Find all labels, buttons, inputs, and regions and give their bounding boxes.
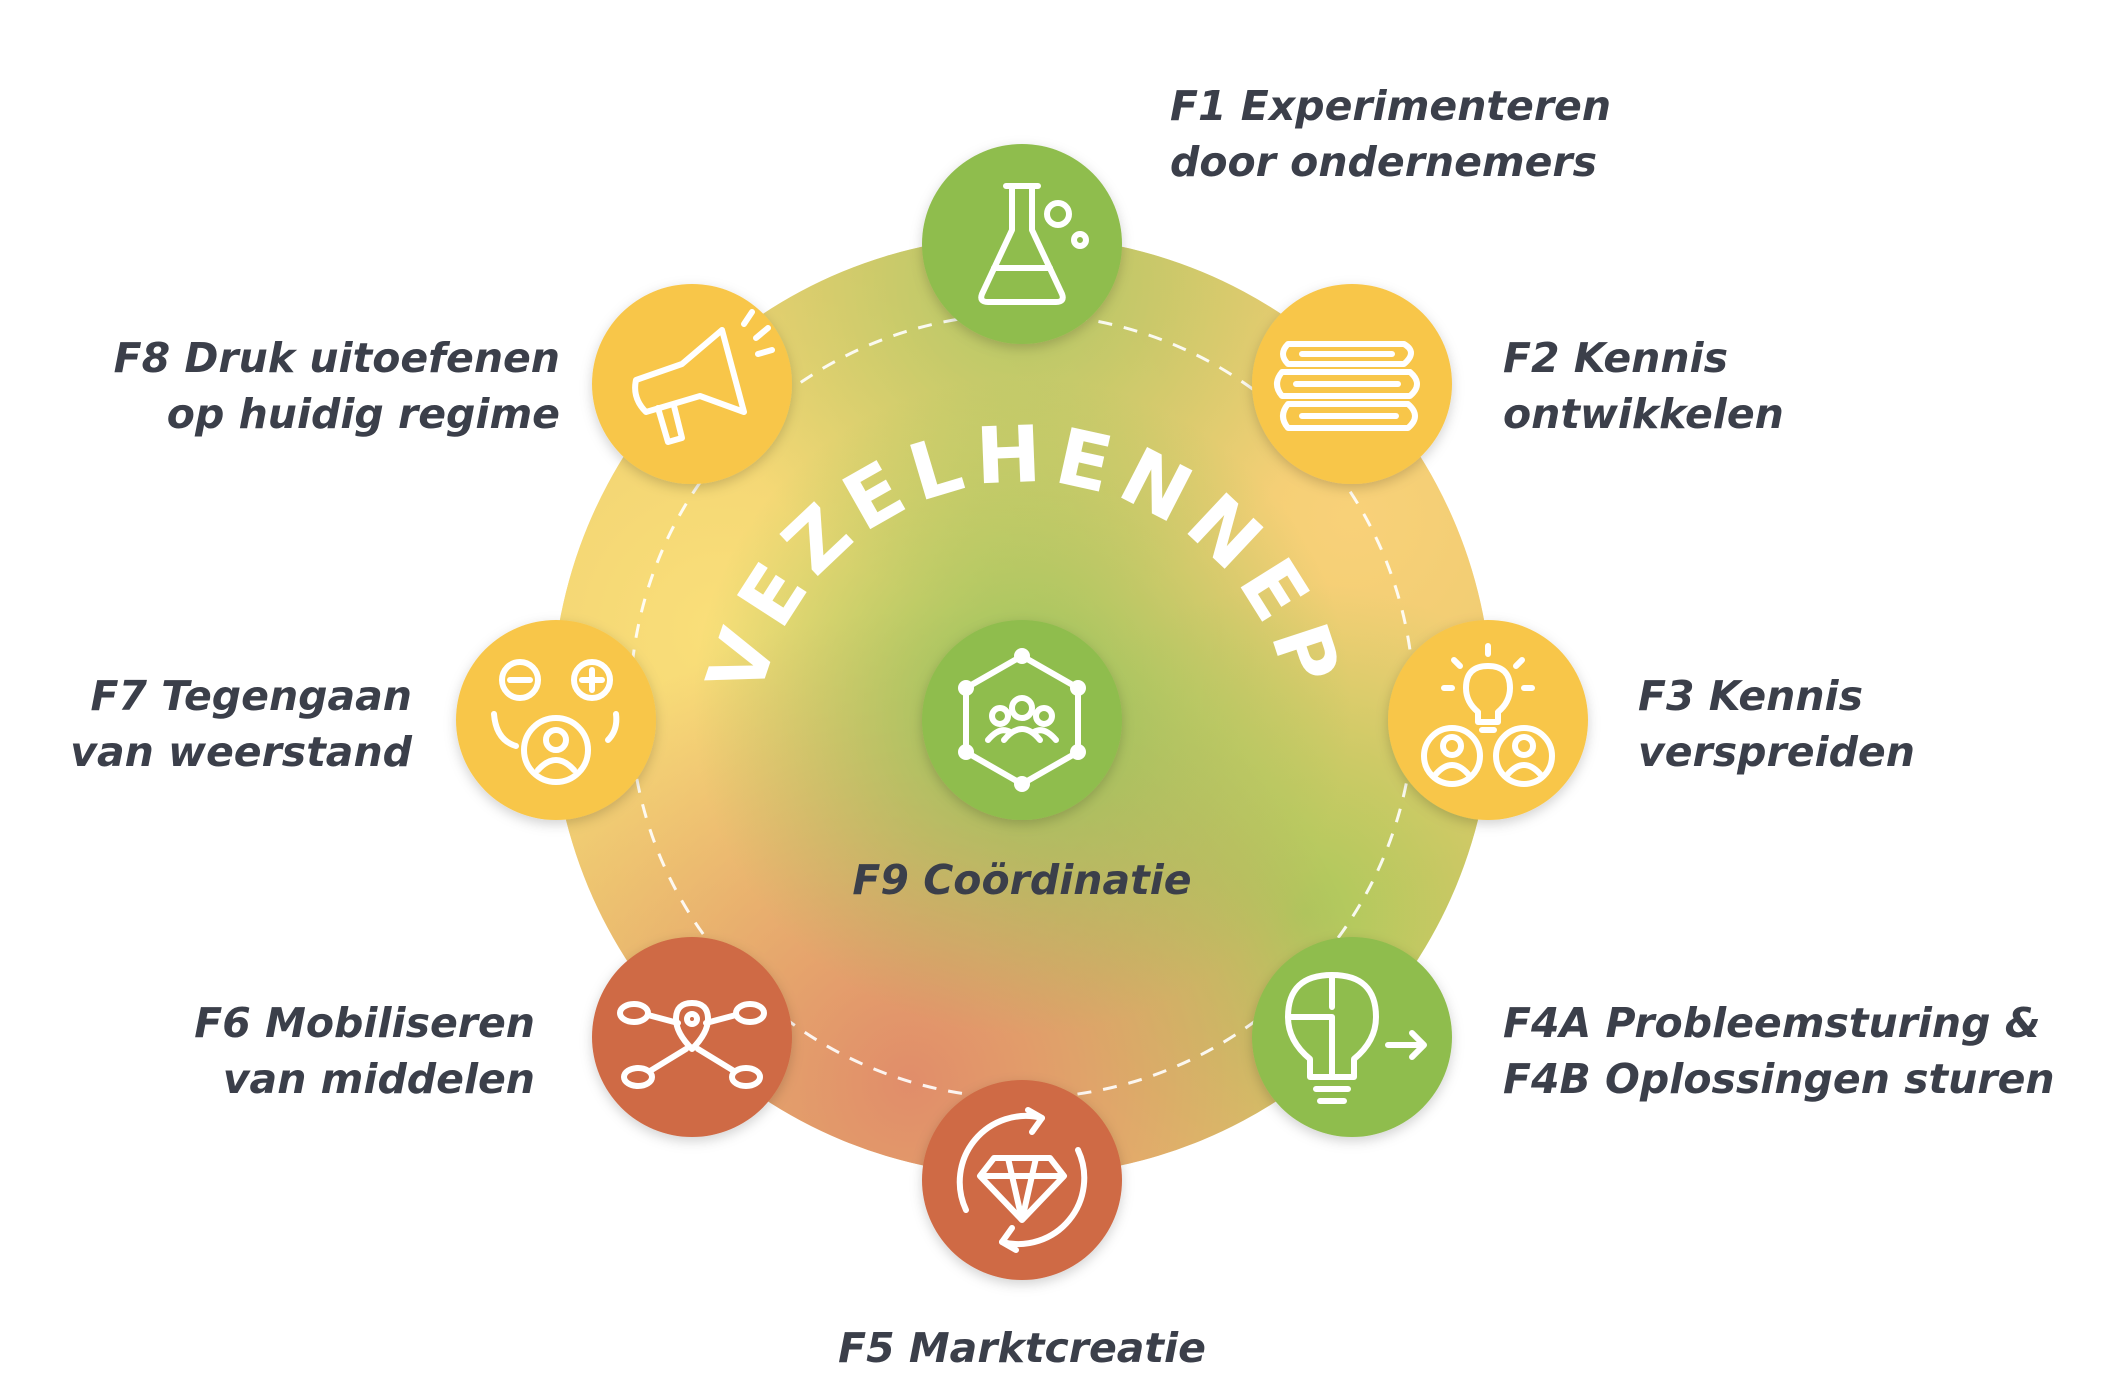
node-f2 [1252,284,1452,484]
node-f8 [592,284,792,484]
label-f3: F3 Kennis verspreiden [1638,668,1915,780]
diamond-cycle-icon [956,1107,1088,1253]
node-f1 [922,144,1122,344]
label-line: F6 Mobiliseren [194,999,535,1047]
label-line: F5 Marktcreatie [838,1324,1206,1372]
group-network-icon [958,648,1086,792]
books-icon [1274,341,1420,431]
nodes-layer [456,144,1588,1280]
label-f4: F4A Probleemsturing & F4B Oplossingen stu… [1503,995,2055,1107]
network-pin-icon [617,1000,767,1089]
label-f5: F5 Marktcreatie [522,1320,1522,1376]
label-line: verspreiden [1638,728,1915,776]
label-line: op huidig regime [166,390,560,438]
label-line: door ondernemers [1170,138,1598,186]
label-f8: F8 Druk uitoefenen op huidig regime [114,330,560,442]
flask-icon [978,183,1089,305]
node-circle-f1 [922,144,1122,344]
label-line: van weerstand [70,728,412,776]
label-line: F9 Coördinatie [852,856,1192,904]
puzzle-bulb-icon [1285,972,1427,1104]
label-line: F1 Experimenteren [1170,82,1612,130]
label-line: F3 Kennis [1638,672,1863,720]
label-f6: F6 Mobiliseren van middelen [194,995,535,1107]
minus-plus-person-icon [491,659,620,785]
label-line: F4B Oplossingen sturen [1503,1055,2055,1103]
label-line: F8 Druk uitoefenen [113,334,560,382]
node-circle-f4 [1252,937,1452,1137]
label-f1: F1 Experimenteren door ondernemers [1170,78,1611,190]
label-f9: F9 Coördinatie [522,852,1522,908]
label-line: ontwikkelen [1503,390,1784,438]
node-f3 [1388,620,1588,820]
megaphone-icon [632,309,775,445]
label-line: F4A Probleemsturing & [1503,999,2041,1047]
node-f7 [456,620,656,820]
label-line: F7 Tegengaan [90,672,412,720]
label-line: F2 Kennis [1503,334,1728,382]
node-circle-f8 [592,284,792,484]
node-f9 [922,620,1122,820]
node-circle-f6 [592,937,792,1137]
node-f5 [922,1080,1122,1280]
label-f2: F2 Kennis ontwikkelen [1503,330,1784,442]
node-f4 [1252,937,1452,1137]
lightbulb-people-icon [1421,643,1555,787]
node-circle-f5 [922,1080,1122,1280]
node-f6 [592,937,792,1137]
label-line: van middelen [222,1055,535,1103]
label-f7: F7 Tegengaan van weerstand [70,668,412,780]
